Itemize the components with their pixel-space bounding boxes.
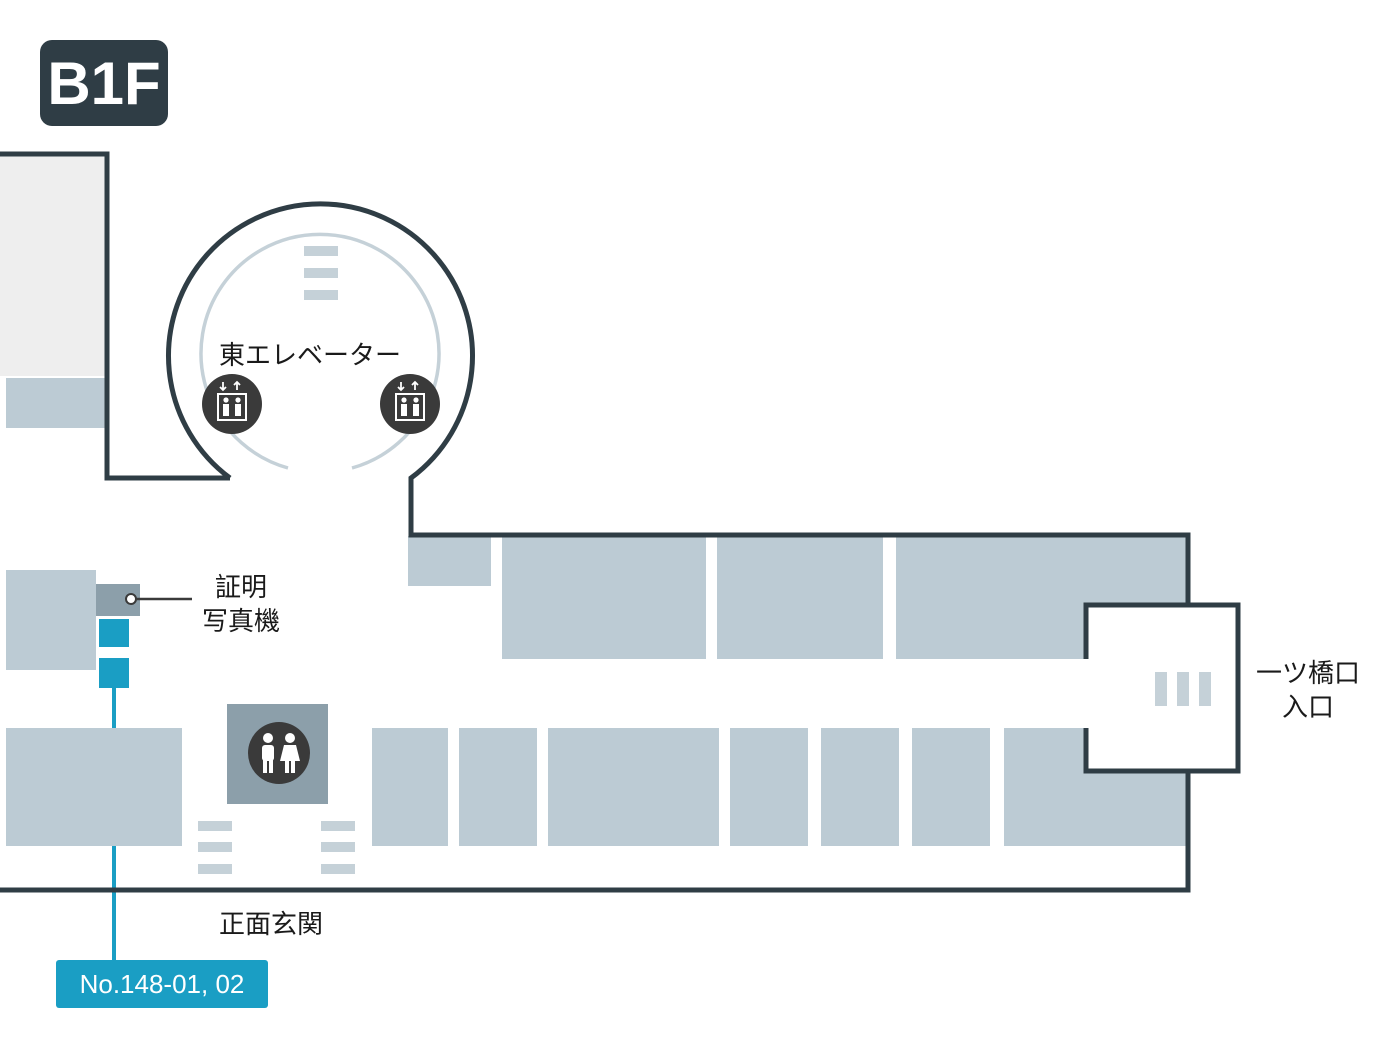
left-shop-upper bbox=[6, 378, 106, 428]
floor-badge: B1F bbox=[40, 40, 168, 126]
hitotsubashi-label-line2: 入口 bbox=[1281, 693, 1334, 723]
stairs-icon bbox=[321, 821, 355, 874]
left-corridor-area bbox=[0, 154, 106, 376]
shop-block bbox=[548, 728, 719, 846]
shop-block bbox=[821, 728, 899, 846]
shop-block bbox=[730, 728, 808, 846]
east-elevator-label: 東エレベーター bbox=[219, 341, 402, 371]
shop-block bbox=[502, 536, 706, 659]
shop-block bbox=[912, 728, 990, 846]
shop-block bbox=[717, 536, 883, 659]
elevator-icon[interactable] bbox=[380, 374, 440, 434]
photo-booth-unit[interactable] bbox=[99, 619, 129, 647]
photo-booth-label-line1: 証明 bbox=[214, 573, 267, 603]
stairs-icon bbox=[1155, 672, 1211, 706]
shop-block bbox=[408, 536, 491, 586]
stairs-icon bbox=[198, 821, 232, 874]
location-tag[interactable]: No.148-01, 02 bbox=[56, 960, 268, 1008]
photo-booth-unit[interactable] bbox=[99, 658, 129, 688]
main-entrance-label: 正面玄関 bbox=[219, 910, 324, 940]
restroom-icon[interactable] bbox=[248, 722, 310, 784]
left-wall bbox=[0, 151, 230, 481]
elevator-icon[interactable] bbox=[202, 374, 262, 434]
hitotsubashi-entrance-label: 一ツ橋口 入口 bbox=[1248, 657, 1368, 725]
photo-booth-pointer-dot bbox=[125, 593, 137, 605]
shop-block bbox=[6, 570, 96, 670]
photo-booth-label: 証明 写真機 bbox=[196, 571, 286, 639]
shop-block bbox=[459, 728, 537, 846]
hitotsubashi-label-line1: 一ツ橋口 bbox=[1255, 659, 1360, 689]
bottom-wall bbox=[0, 771, 1191, 893]
elevator-hall-wall bbox=[166, 201, 1191, 605]
shop-block bbox=[372, 728, 448, 846]
hitotsubashi-wall bbox=[1083, 602, 1241, 774]
shop-block bbox=[6, 728, 182, 846]
photo-booth-label-line2: 写真機 bbox=[201, 607, 280, 637]
stairs-icon bbox=[304, 246, 338, 300]
